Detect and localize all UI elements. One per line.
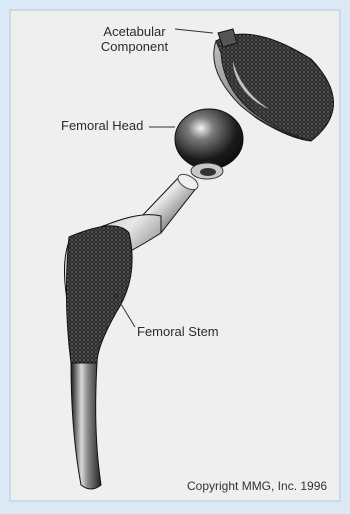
femoral-head-label: Femoral Head [61,118,143,133]
femoral-stem [64,215,161,489]
femoral-stem-label: Femoral Stem [137,324,219,339]
implant-illustration [11,11,343,504]
copyright-text: Copyright MMG, Inc. 1996 [187,479,327,494]
femoral-head [175,109,243,179]
acetabular-label-line2: Component [87,39,182,54]
acetabular-component-label: Acetabular Component [87,24,182,54]
hip-implant-diagram: Acetabular Component Femoral Head Femora… [9,9,341,502]
acetabular-label-line1: Acetabular [87,24,182,39]
